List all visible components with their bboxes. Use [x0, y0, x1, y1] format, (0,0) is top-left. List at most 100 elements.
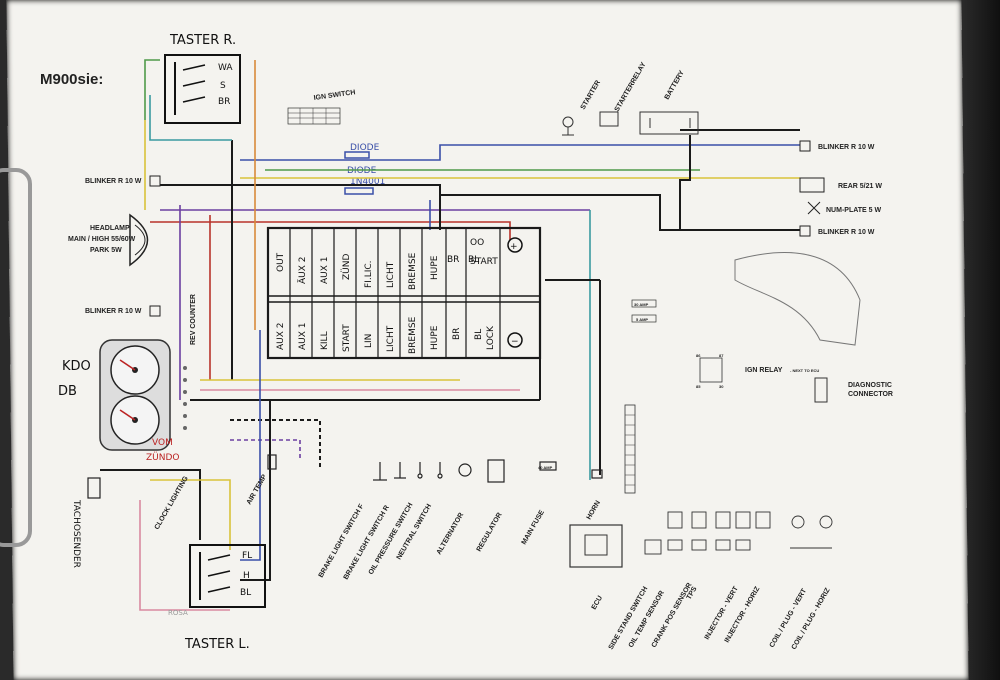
ign-relay-note: - NEXT TO ECU	[790, 368, 819, 373]
rosa-label: ROSA	[168, 609, 188, 617]
fuse-top-6: BREMSE	[408, 252, 418, 290]
fuse-bottom-9: BL	[474, 329, 484, 340]
fuse-bottom-7: HUPE	[430, 325, 440, 350]
tail-sketch	[734, 252, 861, 346]
fuse-top-5: LICHT	[386, 261, 396, 288]
fuse-plus: +	[510, 242, 518, 252]
blinker-top-label: BLINKER R 10 W	[85, 178, 142, 185]
diode-mid: DIODE 1N4001	[344, 166, 385, 195]
kdo-label: KDO	[62, 359, 91, 374]
relay-pin-87: 87	[719, 353, 724, 358]
db-label: DB	[58, 384, 77, 399]
starterrelay-label: STARTERRELAY	[614, 61, 648, 113]
tachosender-connector	[87, 477, 101, 499]
fuse-bottom-2: KILL	[320, 331, 330, 350]
diagnostic-label-2: CONNECTOR	[848, 391, 893, 398]
taster-l-pin-bl: BL	[240, 588, 251, 598]
bottom-label-8: MAIN FUSE	[521, 509, 546, 546]
fuse-bottom-5: LICHT	[386, 325, 396, 352]
taster-r-label: TASTER R.	[169, 33, 236, 48]
relay-pin-86: 86	[696, 353, 701, 358]
starter-label: STARTER	[580, 79, 602, 111]
bottom-label-1: AIR TEMP	[246, 473, 269, 506]
fuse-top-extra: OO	[470, 238, 484, 248]
fuse-bottom-10: LOCK	[486, 325, 496, 350]
bottom-label-2: BRAKE LIGHT SWITCH F	[318, 502, 366, 579]
diode-mid-label: DIODE	[347, 166, 377, 176]
bottom-label-9: HORN	[586, 500, 602, 521]
blinker-r2-label: BLINKER R 10 W	[818, 229, 875, 236]
fuse-bottom-1: AUX 1	[298, 323, 308, 351]
amp40-label: 40 AMP	[538, 465, 553, 470]
taster-r-pin-wa: WA	[218, 63, 233, 73]
fuse-top-4: FI.LIC.	[364, 260, 374, 288]
ign-switch-label: IGN SWITCH	[313, 89, 356, 102]
tachosender-label: TACHOSENDER	[71, 499, 81, 568]
headlamp-label-3: PARK 5W	[90, 247, 122, 254]
diode-top: DIODE	[344, 143, 380, 159]
battery-label: BATTERY	[664, 69, 686, 101]
diode-code: 1N4001	[350, 177, 385, 187]
fuse-top-0: OUT	[276, 252, 286, 272]
battery-symbol	[639, 111, 699, 135]
bottom-label-3: BRAKE LIGHT SWITCH R	[343, 504, 391, 581]
starterrelay-symbol	[599, 111, 619, 127]
fuse-bottom-4: LIN	[364, 334, 374, 348]
ign-relay-label: IGN RELAY	[745, 367, 783, 374]
numplate-label: NUM-PLATE 5 W	[826, 207, 881, 214]
diagnostic-connector: DIAGNOSTIC CONNECTOR	[814, 377, 893, 403]
binder-ring	[0, 168, 32, 547]
wire-harness	[100, 59, 800, 611]
taster-r-pin-br: BR	[218, 97, 230, 107]
bottom-label-6: ALTERNATOR	[436, 512, 466, 556]
starter-symbol	[562, 116, 574, 136]
fuse-minus: −	[511, 337, 519, 347]
fuse-top-9: BL	[468, 255, 479, 265]
zundo-label: ZÜNDO	[146, 452, 180, 463]
fuse-top-2: AUX 1	[320, 257, 330, 285]
vom-label: VOM	[152, 438, 173, 448]
rev-counter-label: REV COUNTER	[190, 294, 197, 345]
headlamp-label-1: HEADLAMP	[90, 225, 130, 232]
taster-r-pin-s: S	[220, 81, 226, 91]
sensor-connectors	[644, 511, 833, 555]
bottom-label-10: ECU	[591, 595, 604, 611]
diode-top-label: DIODE	[350, 143, 380, 153]
taster-l-pin-fl: FL	[242, 551, 252, 561]
amp5-label: 5 AMP	[636, 317, 648, 322]
instrument-cluster	[99, 339, 187, 451]
page-title: M900sie:	[40, 71, 103, 88]
fuse-bottom-6: BREMSE	[408, 316, 418, 354]
bottom-label-7: REGULATOR	[476, 512, 504, 553]
fuse-top-10: START	[470, 257, 498, 267]
amp30-label: 30 AMP	[634, 302, 649, 307]
fuse-top-3: ZÜND	[341, 254, 352, 280]
taster-r-switch: TASTER R. WA S BR	[164, 33, 241, 124]
blinker-mid-label: BLINKER R 10 W	[85, 308, 142, 315]
taster-l-switch: FL H BL TASTER L. ROSA	[168, 544, 266, 652]
bottom-label-13: CRANK POS SENSOR	[651, 582, 694, 649]
fuse-bottom-3: START	[342, 324, 352, 352]
fuse-bottom-0: AUX 2	[276, 323, 286, 351]
ecu-pin-strip	[624, 404, 636, 494]
fuse-bottom-8: BR	[452, 328, 462, 340]
fuse-box: OUT ÄUX 2 AUX 1 ZÜND FI.LIC. LICHT BREMS…	[266, 226, 542, 360]
headlamp-label-2: MAIN / HIGH 55/60W	[68, 236, 136, 243]
headlamp: HEADLAMP MAIN / HIGH 55/60W PARK 5W	[68, 213, 149, 267]
rear-label: REAR 5/21 W	[838, 183, 882, 190]
blinker-mid-connector	[149, 305, 161, 317]
taster-l-label: TASTER L.	[184, 637, 250, 652]
bottom-connector-row	[267, 454, 603, 483]
blinker-r1-label: BLINKER R 10 W	[818, 144, 875, 151]
fuse-top-8: BR	[447, 255, 459, 265]
fuse-top-7: HUPE	[430, 255, 440, 280]
ign-switch: IGN SWITCH	[287, 89, 356, 125]
ecu	[569, 524, 623, 568]
right-lamps: BLINKER R 10 W REAR 5/21 W NUM-PLATE 5 W…	[799, 140, 882, 237]
blinker-top-connector	[149, 175, 161, 187]
fuse-top-1: ÄUX 2	[297, 257, 308, 285]
relay-pin-30: 30	[719, 384, 724, 389]
bottom-label-0: CLOCK LIGHTING	[154, 475, 190, 531]
